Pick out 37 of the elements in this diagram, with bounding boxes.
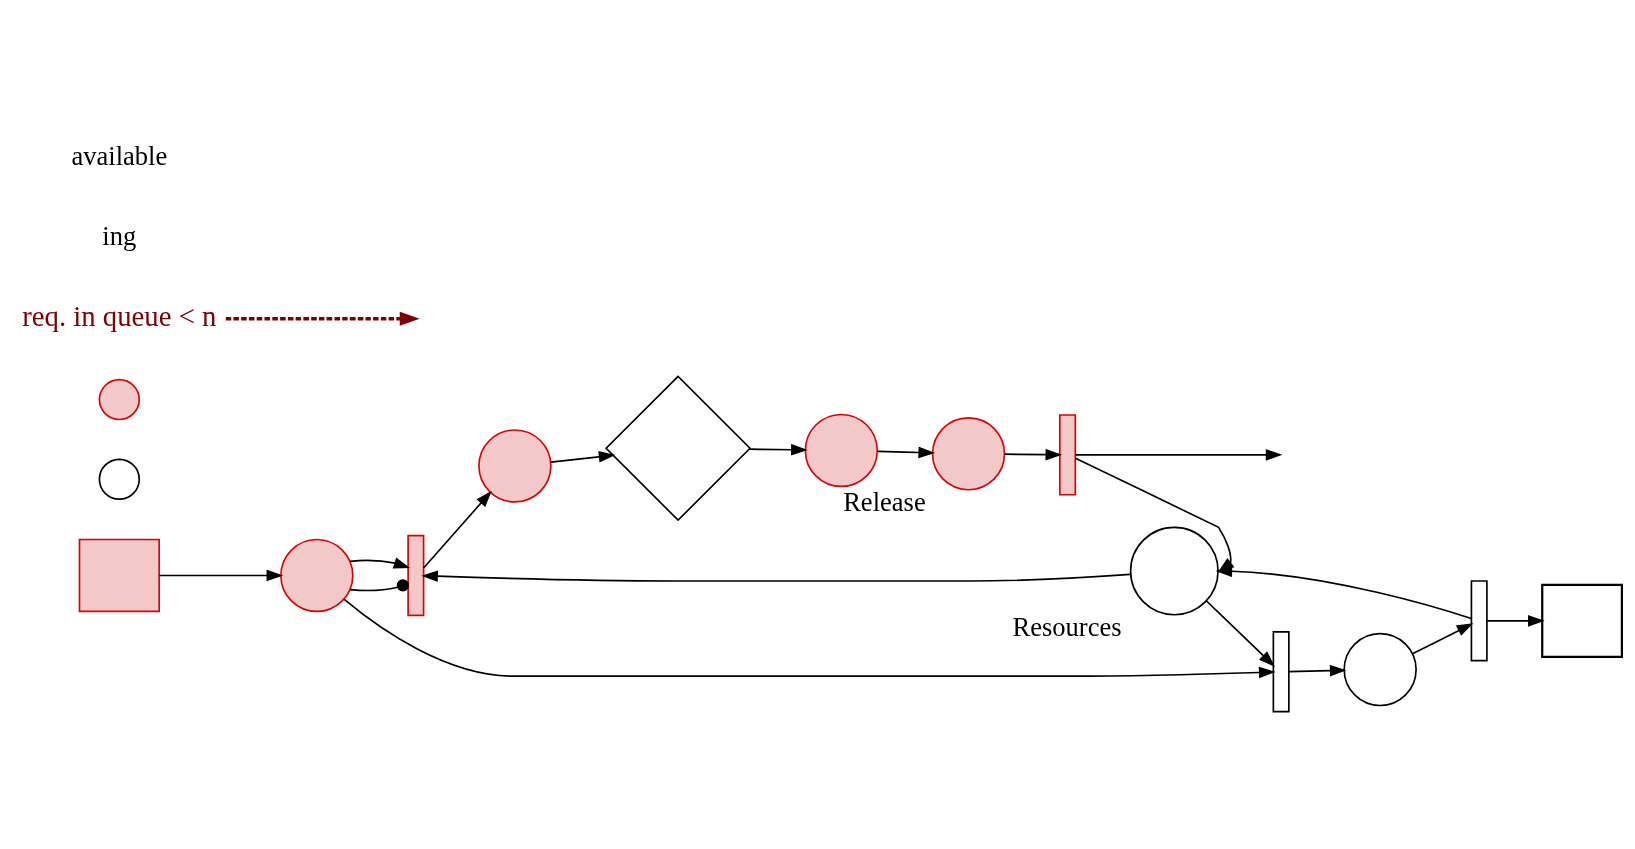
arrow bbox=[225, 311, 420, 326]
arrow bbox=[550, 450, 616, 463]
arrow bbox=[349, 556, 411, 568]
node-circle bbox=[280, 538, 354, 612]
node-bar bbox=[1470, 579, 1488, 661]
node-circle bbox=[1129, 526, 1219, 616]
node-bar bbox=[1059, 413, 1077, 496]
node-bar bbox=[407, 534, 425, 616]
node-label: Resources bbox=[1012, 611, 1122, 642]
node-circle bbox=[478, 428, 552, 503]
arrow bbox=[1003, 448, 1063, 460]
arrow bbox=[1215, 564, 1473, 619]
node-label: Release bbox=[843, 486, 926, 517]
arrow bbox=[1074, 448, 1283, 461]
label: ing bbox=[102, 220, 137, 251]
arrow bbox=[158, 569, 284, 581]
connector bbox=[349, 578, 409, 591]
node-circle bbox=[1343, 632, 1417, 706]
node-circle bbox=[98, 457, 141, 500]
node-box bbox=[1541, 583, 1623, 658]
arrow bbox=[343, 598, 1276, 678]
node-diamond bbox=[605, 374, 752, 521]
node-circle bbox=[98, 378, 141, 420]
label: available bbox=[71, 140, 168, 171]
arrow bbox=[1288, 664, 1347, 676]
node-circle bbox=[804, 413, 879, 487]
node-bar bbox=[1272, 630, 1290, 712]
node-circle bbox=[931, 416, 1006, 491]
arrow bbox=[1486, 614, 1545, 627]
arrow bbox=[1412, 622, 1474, 654]
arrow bbox=[876, 446, 936, 458]
arrow bbox=[421, 569, 1132, 582]
node-text: req. in queue < n bbox=[22, 299, 217, 332]
node-box bbox=[78, 538, 160, 612]
arrow bbox=[748, 443, 808, 456]
arrow bbox=[1205, 599, 1276, 667]
arrow bbox=[422, 490, 492, 569]
